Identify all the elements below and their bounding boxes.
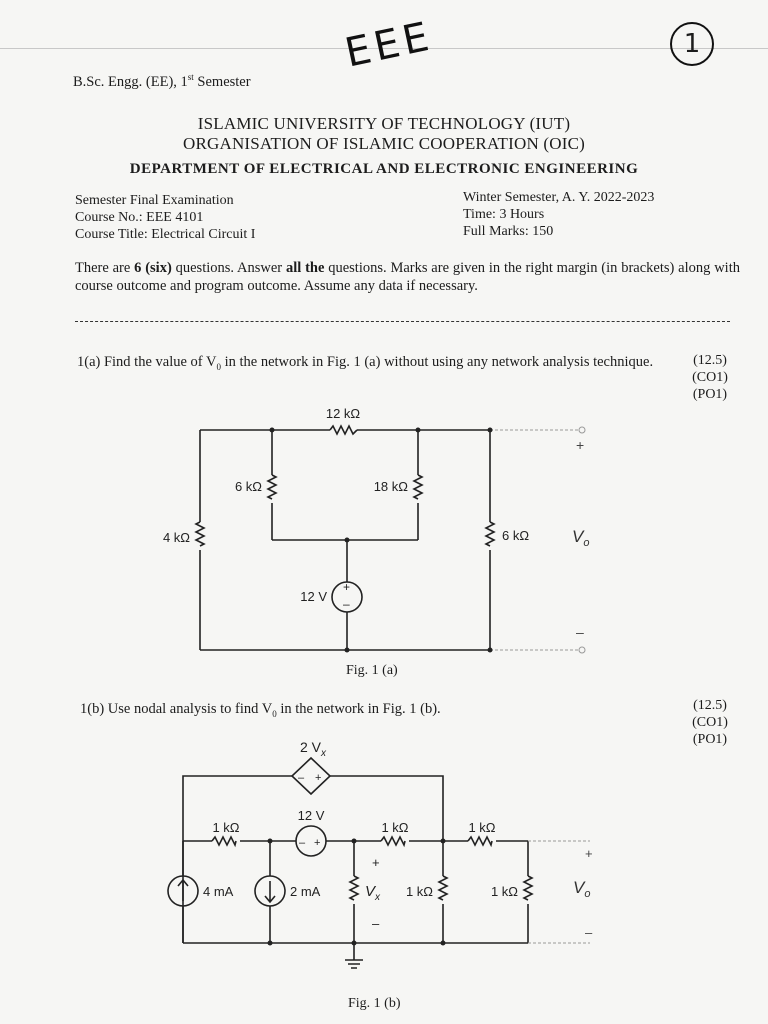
fig1b-2ma-source <box>254 875 286 907</box>
time-allowed: Time: 3 Hours <box>463 207 545 222</box>
fig1b-label-rv2: 1 kΩ <box>491 884 518 899</box>
q1a-text-sub: 0 <box>216 361 221 372</box>
q1a-text-post: in the network in Fig. 1 (a) without usi… <box>220 354 654 370</box>
fig1a-plus: + <box>576 437 584 453</box>
fig1b-label-rv1: 1 kΩ <box>406 884 433 899</box>
q1b-marks-value: (12.5) <box>693 698 727 713</box>
fig1a-label-6k-inner: 6 kΩ <box>235 479 262 494</box>
fig1a-resistor-12k <box>329 424 358 436</box>
instr-post: questions. Marks are given in the right … <box>75 260 740 294</box>
svg-text:–: – <box>343 597 350 611</box>
program-text: B.Sc. Engg. (EE), 1 <box>73 73 188 90</box>
fig1b-label-r3: 1 kΩ <box>468 820 495 835</box>
page-number-circle: 1 <box>670 22 714 66</box>
fig1a-minus: – <box>576 624 584 640</box>
instr-mid: questions. Answer <box>171 260 286 276</box>
fig1b-12v-source <box>295 825 327 857</box>
separator-line <box>75 321 730 322</box>
fig1a-label-12k: 12 kΩ <box>326 406 361 421</box>
q1b-po: (PO1) <box>692 732 728 747</box>
fig1b-plus: + <box>585 846 593 861</box>
fig1b-4ma-source <box>167 875 199 907</box>
fig1a-voltage-source <box>331 581 363 613</box>
fig1a-resistor-4k <box>194 521 206 547</box>
instructions: There are 6 (six) questions. Answer all … <box>75 259 740 295</box>
fig1a-label-18k: 18 kΩ <box>374 479 409 494</box>
fig1b-resistor-1k-a <box>211 835 237 848</box>
exam-type: Semester Final Examination <box>75 193 234 208</box>
fig1b-label-12v: 12 V <box>298 808 325 823</box>
fig1a-output-leads <box>490 429 580 651</box>
svg-text:–: – <box>298 772 305 784</box>
fig1a-resistor-6k-inner <box>266 474 278 500</box>
instr-all: all the <box>285 260 325 276</box>
fig1b-resistor-vx <box>348 875 360 901</box>
fig1b-dep-source-wire <box>182 775 444 943</box>
fig1a-label-6k-outer: 6 kΩ <box>502 528 529 543</box>
svg-text:+: + <box>315 772 321 784</box>
fig1b-label-2ma: 2 mA <box>290 884 321 899</box>
fig1a-vo: Vo <box>572 527 589 549</box>
figure-1b-circuit: – + – + 2 Vx 12 V 1 kΩ 1 kΩ 1 kΩ 4 mA 2 … <box>167 739 593 969</box>
instr-pre: There are <box>75 260 135 276</box>
program-tail: Semester <box>193 73 251 90</box>
fig1b-resistor-1k-v1 <box>437 875 449 901</box>
fig1b-resistor-1k-b <box>380 835 406 848</box>
fig1b-vx-minus: – <box>372 916 380 931</box>
svg-text:–: – <box>299 837 306 849</box>
q1a-co: (CO1) <box>692 370 728 385</box>
question-1a: 1(a) Find the value of V0 in the network… <box>77 353 677 376</box>
course-number: Course No.: EEE 4101 <box>75 210 204 225</box>
fig1b-label-r2: 1 kΩ <box>381 820 408 835</box>
q1b-text-pre: 1(b) Use nodal analysis to find V <box>80 701 273 717</box>
program-line: B.Sc. Engg. (EE), 1st Semester <box>73 72 251 91</box>
semester: Winter Semester, A. Y. 2022-2023 <box>463 190 655 205</box>
q1b-co: (CO1) <box>692 715 728 730</box>
fig1a-label-12v: 12 V <box>300 589 327 604</box>
q1a-marks-value: (12.5) <box>693 353 727 368</box>
q1b-marks: (12.5) (CO1) (PO1) <box>680 697 740 748</box>
question-1b: 1(b) Use nodal analysis to find V0 in th… <box>80 700 680 723</box>
fig1b-dependent-source <box>290 756 332 796</box>
fig1b-vo: Vo <box>573 878 590 900</box>
department-name: DEPARTMENT OF ELECTRICAL AND ELECTRONIC … <box>129 161 639 177</box>
fig1b-caption: Fig. 1 (b) <box>348 996 401 1011</box>
fig1a-resistor-6k-outer <box>484 521 496 547</box>
fig1a-resistor-18k <box>412 474 424 500</box>
q1b-text-sub: 0 <box>272 708 277 719</box>
exam-info-left: Semester Final Examination Course No.: E… <box>75 192 255 243</box>
exam-info-right: Winter Semester, A. Y. 2022-2023 Time: 3… <box>463 189 654 240</box>
instr-count: 6 (six) <box>134 260 172 276</box>
fig1b-minus: – <box>585 925 593 940</box>
q1b-text-post: in the network in Fig. 1 (b). <box>276 701 441 717</box>
fig1b-resistor-1k-v2 <box>522 875 534 901</box>
q1a-marks: (12.5) (CO1) (PO1) <box>680 352 740 403</box>
svg-text:+: + <box>314 837 320 849</box>
fig1b-label-r1: 1 kΩ <box>212 820 239 835</box>
fig1a-caption: Fig. 1 (a) <box>346 663 398 678</box>
university-name: ISLAMIC UNIVERSITY OF TECHNOLOGY (IUT) <box>197 114 571 133</box>
handwritten-tag: EEE <box>341 13 437 77</box>
figure-1a-circuit: + – 12 kΩ 6 kΩ 18 kΩ 4 kΩ 6 kΩ 12 V + – … <box>163 406 589 654</box>
q1a-po: (PO1) <box>692 387 728 402</box>
fig1b-label-vx: Vx <box>365 883 381 903</box>
organisation-name: ORGANISATION OF ISLAMIC COOPERATION (OIC… <box>182 134 586 153</box>
program-superscript: st <box>187 72 194 82</box>
course-title: Course Title: Electrical Circuit I <box>75 227 256 242</box>
fig1b-label-4ma: 4 mA <box>203 884 234 899</box>
fig1b-label-2vx: 2 Vx <box>300 739 327 759</box>
fig1b-resistor-1k-c <box>467 835 493 848</box>
scan-edge-line <box>0 48 768 49</box>
full-marks: Full Marks: 150 <box>463 224 554 239</box>
fig1b-ground <box>345 943 363 969</box>
svg-text:+: + <box>343 580 350 594</box>
fig1a-label-4k: 4 kΩ <box>163 530 190 545</box>
fig1b-vx-plus: + <box>372 855 380 870</box>
q1a-text-pre: 1(a) Find the value of V <box>77 354 217 370</box>
fig1b-output-leads <box>528 840 590 944</box>
